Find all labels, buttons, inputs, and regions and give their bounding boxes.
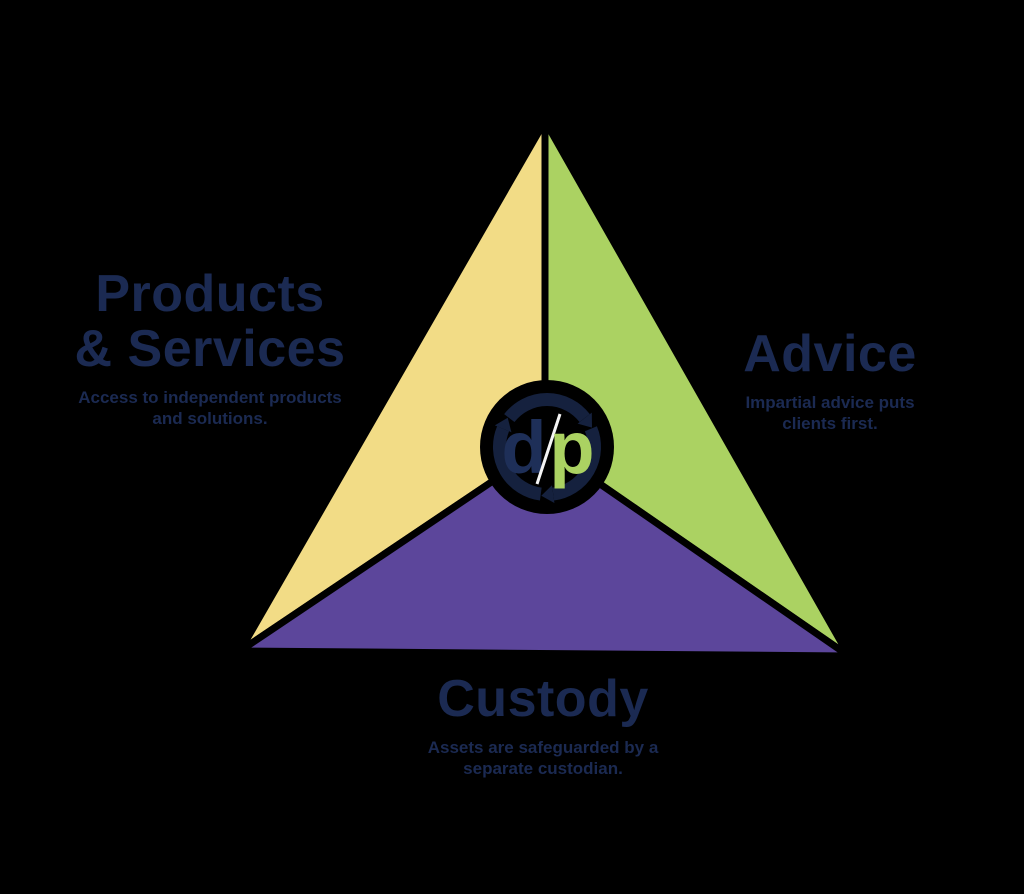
advice-subtitle-line2: clients first.	[782, 414, 878, 433]
products-services-title: Products & Services	[22, 267, 398, 377]
custody-subtitle: Assets are safeguarded by a separate cus…	[373, 737, 713, 779]
cycle-arrows-ring	[493, 393, 601, 501]
products-services-title-line1: Products	[95, 265, 325, 323]
products-services-subtitle-line1: Access to independent products	[78, 388, 342, 407]
products-services-subtitle: Access to independent products and solut…	[22, 387, 398, 429]
ring-arc-top	[504, 393, 590, 423]
products-services-label: Products & Services Access to independen…	[22, 267, 398, 429]
custody-title: Custody	[437, 670, 649, 728]
arrowhead-top-right-icon	[577, 412, 592, 428]
ring-arc-right	[552, 426, 601, 501]
advice-subtitle-line1: Impartial advice puts	[745, 393, 915, 412]
products-services-title-line2: & Services	[74, 320, 346, 378]
arrowhead-bottom-icon	[541, 485, 555, 503]
advice-subtitle: Impartial advice puts clients first.	[670, 392, 990, 434]
arrowhead-top-left-icon	[494, 417, 512, 433]
logo-letter-p: p	[549, 406, 594, 489]
custody-subtitle-line2: separate custodian.	[463, 759, 623, 778]
products-services-subtitle-line2: and solutions.	[152, 409, 268, 428]
logo-slash	[535, 413, 562, 485]
custody-subtitle-line1: Assets are safeguarded by a	[427, 738, 659, 757]
custody-label: Custody Assets are safeguarded by a sepa…	[373, 672, 713, 779]
advice-label: Advice Impartial advice puts clients fir…	[670, 327, 990, 434]
custody-section-triangle	[236, 442, 853, 660]
advice-title: Advice	[743, 325, 917, 383]
cycle-arrowheads	[494, 412, 592, 503]
ring-arc-left	[493, 426, 542, 501]
